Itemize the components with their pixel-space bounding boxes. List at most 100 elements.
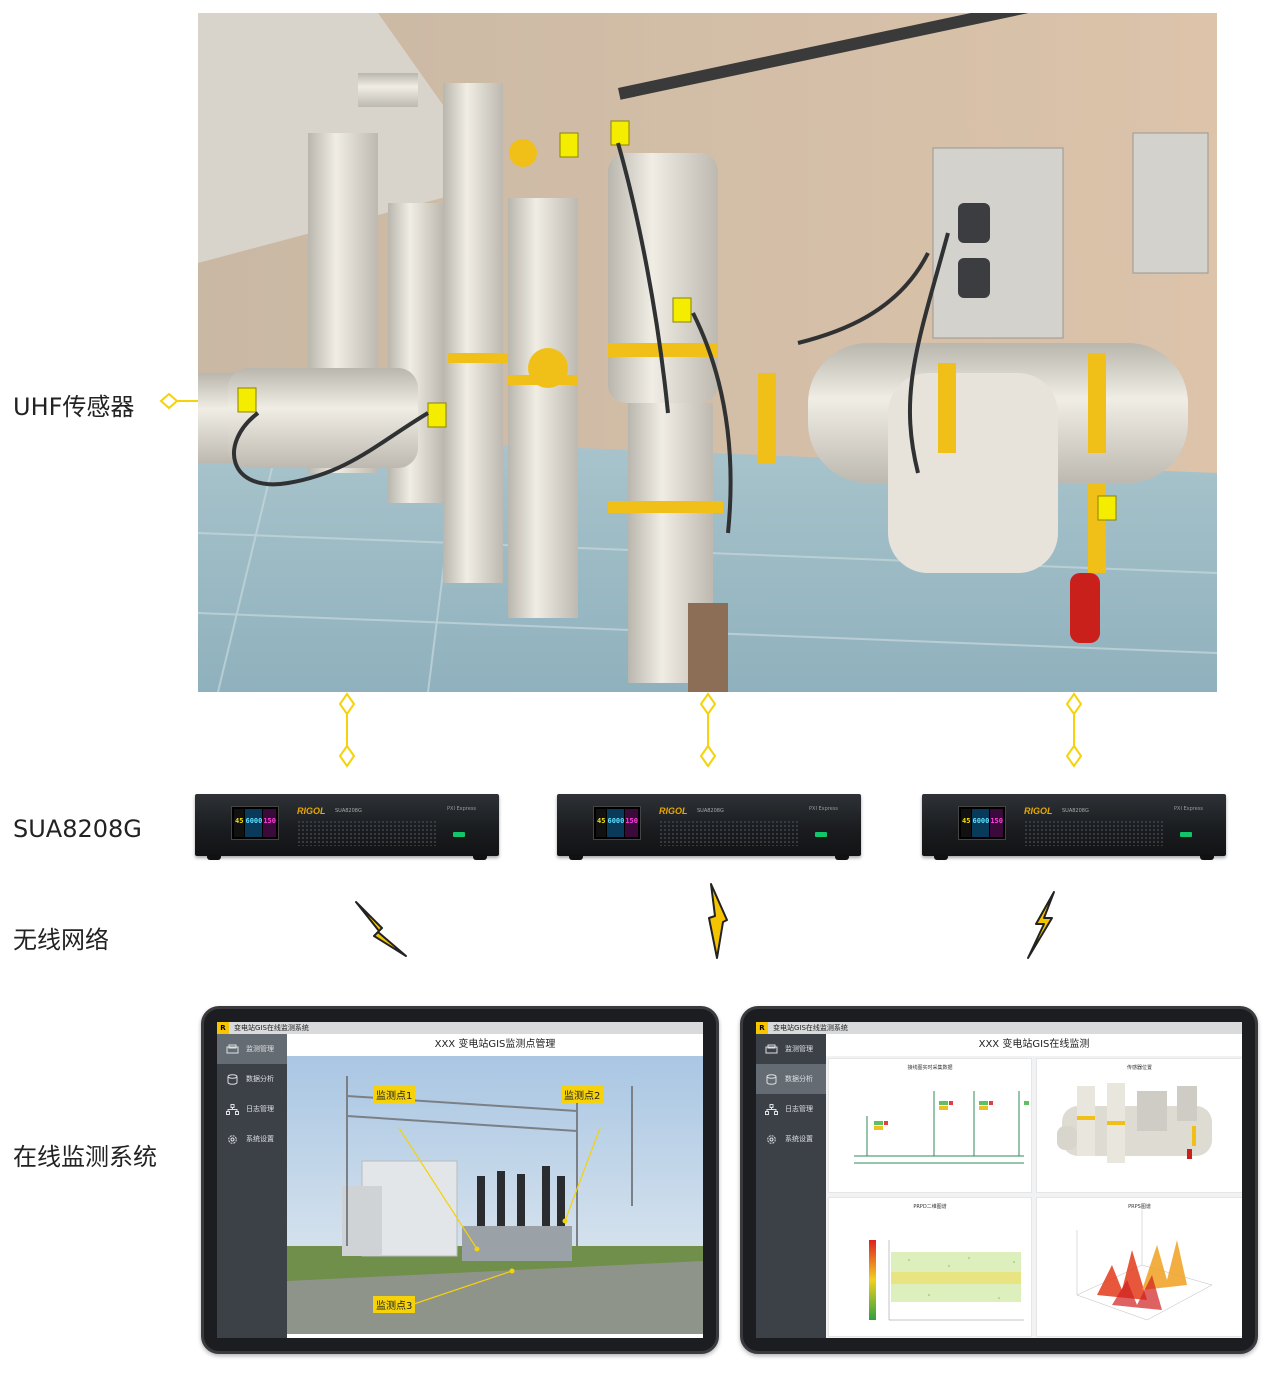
sidebar-item-log-management[interactable]: 日志管理 xyxy=(756,1094,826,1124)
panel-title: 接线图实时采集数据 xyxy=(907,1065,953,1071)
instrument-sua8208g-1: 45 6000 150 RIGOL SUA8208G PXI Express xyxy=(195,794,499,860)
label-online-monitoring: 在线监测系统 xyxy=(13,1143,157,1171)
app-logo: R xyxy=(217,1022,229,1034)
instrument-display: 45 6000 150 xyxy=(231,806,279,840)
pxi-logo: PXI Express xyxy=(447,806,477,812)
substation-photo xyxy=(287,1056,703,1334)
connector-sensor-3 xyxy=(1065,692,1083,768)
sidebar: 监测管理 数据分析 日志管理 系统设置 xyxy=(756,1034,826,1338)
display-reading: 45 xyxy=(234,809,245,837)
instrument-brand: RIGOL xyxy=(1024,806,1053,816)
label-instrument: SUA8208G xyxy=(13,815,142,843)
vent-grille xyxy=(659,820,799,846)
power-button[interactable] xyxy=(1180,832,1192,837)
instrument-brand: RIGOL xyxy=(297,806,326,816)
display-reading: 150 xyxy=(625,809,638,837)
panel-sensor-location: 传感器位置 xyxy=(1036,1058,1242,1193)
display-reading: 6000 xyxy=(245,809,263,837)
app-logo: R xyxy=(756,1022,768,1034)
power-button[interactable] xyxy=(453,832,465,837)
sidebar-item-label: 系统设置 xyxy=(785,1135,813,1143)
panel-title: 传感器位置 xyxy=(1126,1065,1152,1071)
display-reading: 45 xyxy=(961,809,972,837)
sidebar-item-label: 系统设置 xyxy=(246,1135,274,1143)
page-title: XXX 变电站GIS监测点管理 xyxy=(434,1039,556,1050)
power-button[interactable] xyxy=(815,832,827,837)
callout-point-3[interactable]: 监测点3 xyxy=(373,1296,416,1313)
connector-sensor-2 xyxy=(699,692,717,768)
instrument-sua8208g-3: 45 6000 150 RIGOL SUA8208G PXI Express xyxy=(922,794,1226,860)
org-chart-icon xyxy=(226,1103,239,1115)
database-icon xyxy=(766,1073,777,1085)
tablet-online-monitoring: R 变电站GIS在线监测系统 监测管理 数据分析 日志管理 系 xyxy=(740,1006,1258,1354)
instrument-foot xyxy=(473,854,487,860)
sidebar-item-monitor-management[interactable]: 监测管理 xyxy=(217,1034,287,1064)
callout-point-1[interactable]: 监测点1 xyxy=(373,1086,416,1103)
display-reading: 6000 xyxy=(972,809,990,837)
sidebar-item-label: 日志管理 xyxy=(785,1105,813,1113)
sidebar-item-data-analysis[interactable]: 数据分析 xyxy=(756,1064,826,1094)
instrument-foot xyxy=(1200,854,1214,860)
gear-icon xyxy=(228,1134,237,1144)
panel-prpd-chart: PRPD二维图谱 xyxy=(828,1197,1032,1337)
instrument-brand: RIGOL xyxy=(659,806,688,816)
display-reading: 150 xyxy=(990,809,1003,837)
panel-title: PRPD二维图谱 xyxy=(913,1204,947,1210)
sidebar-item-label: 数据分析 xyxy=(785,1075,813,1083)
label-wireless-network: 无线网络 xyxy=(13,926,109,954)
panel-wiring-diagram: 接线图实时采集数据 xyxy=(828,1058,1032,1193)
tablet-monitoring-points: R 变电站GIS在线监测系统 监测管理 数据分析 日志管理 系 xyxy=(201,1006,719,1354)
lightning-bolt-icon xyxy=(708,883,728,959)
gis-model-render xyxy=(1057,1083,1212,1163)
app-titlebar: R 变电站GIS在线监测系统 xyxy=(756,1022,1242,1034)
instrument-model: SUA8208G xyxy=(335,808,362,814)
printer-icon xyxy=(226,1044,239,1053)
sidebar-item-label: 监测管理 xyxy=(785,1045,813,1053)
instrument-foot xyxy=(569,854,583,860)
panel-prps-chart: PRPS图谱 xyxy=(1036,1197,1242,1337)
sidebar-item-monitor-management[interactable]: 监测管理 xyxy=(756,1034,826,1064)
instrument-foot xyxy=(207,854,221,860)
sidebar-item-system-settings[interactable]: 系统设置 xyxy=(217,1124,287,1154)
connector-sensor-1 xyxy=(338,692,356,768)
sidebar-item-label: 数据分析 xyxy=(246,1075,274,1083)
tablet-screen: R 变电站GIS在线监测系统 监测管理 数据分析 日志管理 系 xyxy=(217,1022,703,1338)
gis-equipment-photo xyxy=(198,13,1217,692)
callout-point-2[interactable]: 监测点2 xyxy=(561,1086,604,1103)
app-titlebar: R 变电站GIS在线监测系统 xyxy=(217,1022,703,1034)
instrument-model: SUA8208G xyxy=(1062,808,1089,814)
prps-3d-plot xyxy=(1076,1210,1213,1321)
prpd-scatter-plot xyxy=(869,1240,1024,1321)
sidebar-item-log-management[interactable]: 日志管理 xyxy=(217,1094,287,1124)
single-line-diagram xyxy=(854,1091,1029,1164)
instrument-display: 45 6000 150 xyxy=(593,806,641,840)
database-icon xyxy=(227,1073,238,1085)
instrument-display: 45 6000 150 xyxy=(958,806,1006,840)
main-content: XXX 变电站GIS在线监测 接线图实时采集数据 xyxy=(826,1034,1242,1338)
tablet-screen: R 变电站GIS在线监测系统 监测管理 数据分析 日志管理 系 xyxy=(756,1022,1242,1338)
instrument-model: SUA8208G xyxy=(697,808,724,814)
panel-title: PRPS图谱 xyxy=(1128,1204,1151,1210)
page-title: XXX 变电站GIS在线监测 xyxy=(826,1034,1242,1056)
app-title: 变电站GIS在线监测系统 xyxy=(234,1024,309,1032)
sidebar: 监测管理 数据分析 日志管理 系统设置 xyxy=(217,1034,287,1338)
instrument-sua8208g-2: 45 6000 150 RIGOL SUA8208G PXI Express xyxy=(557,794,861,860)
printer-icon xyxy=(765,1044,778,1053)
display-reading: 6000 xyxy=(607,809,625,837)
main-content: XXX 变电站GIS监测点管理 xyxy=(287,1034,703,1338)
sidebar-item-system-settings[interactable]: 系统设置 xyxy=(756,1124,826,1154)
lightning-bolt-icon xyxy=(1027,891,1055,959)
app-title: 变电站GIS在线监测系统 xyxy=(773,1024,848,1032)
display-reading: 45 xyxy=(596,809,607,837)
gear-icon xyxy=(767,1134,776,1144)
vent-grille xyxy=(1024,820,1164,846)
label-uhf-sensor: UHF传感器 xyxy=(13,393,135,421)
sidebar-item-data-analysis[interactable]: 数据分析 xyxy=(217,1064,287,1094)
instrument-foot xyxy=(934,854,948,860)
sidebar-item-label: 日志管理 xyxy=(246,1105,274,1113)
display-reading: 150 xyxy=(263,809,276,837)
sidebar-item-label: 监测管理 xyxy=(246,1045,274,1053)
pxi-logo: PXI Express xyxy=(1174,806,1204,812)
org-chart-icon xyxy=(765,1103,778,1115)
